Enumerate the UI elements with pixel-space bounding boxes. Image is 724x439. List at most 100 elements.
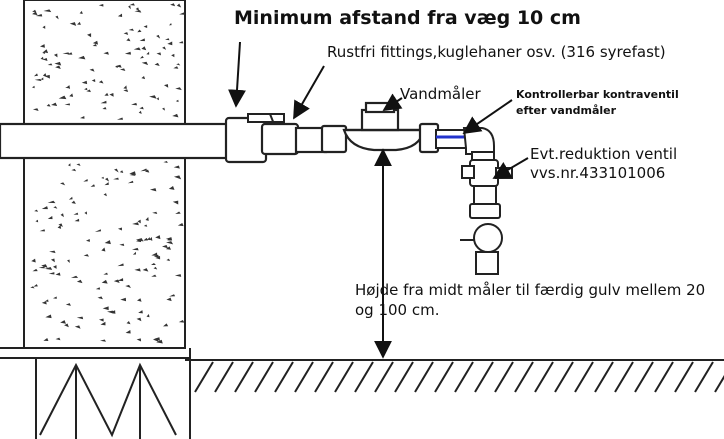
wall-speck [138, 110, 142, 114]
wall-speck [168, 185, 175, 190]
wall-speck [43, 338, 49, 341]
wall-distance-arrow [228, 41, 246, 108]
wall-speck [60, 213, 64, 218]
floor-hatch-line [374, 361, 394, 393]
wall-speck [143, 224, 148, 227]
wall-speck [101, 247, 106, 252]
wall-speck [109, 92, 114, 97]
wall-speck [39, 229, 46, 232]
wall-speck [129, 3, 135, 6]
wall-speck [81, 80, 88, 85]
wall-speck [83, 178, 88, 182]
check-valve-label-line2: efter vandmåler [516, 104, 617, 117]
wall-speck [129, 173, 136, 176]
floor-hatch-line [614, 361, 634, 393]
floor-hatch-line [414, 361, 434, 393]
wall-speck [138, 310, 143, 314]
floor-hatch-line [514, 361, 534, 393]
wall-speck [124, 51, 132, 55]
wall-speck [133, 47, 141, 51]
fittings-label: Rustfri fittings,kuglehaner osv. (316 sy… [327, 43, 666, 61]
wall-speck [44, 267, 53, 270]
wall-speck [45, 314, 52, 319]
wall-speck [84, 211, 88, 215]
wall-speck [67, 52, 73, 55]
wall-speck [74, 218, 80, 222]
wall-speck [38, 266, 45, 269]
wall-speck [32, 268, 38, 272]
wall-speck [123, 85, 127, 89]
wall-speck [50, 258, 55, 263]
wall-speck [137, 29, 142, 33]
wall-texture [30, 3, 185, 344]
wall-speck [151, 262, 156, 265]
wall-speck [119, 243, 125, 246]
wall-speck [80, 115, 85, 119]
reduction-valve-label-line1: Evt.reduktion ventil [530, 145, 678, 163]
wall-speck [156, 339, 163, 344]
wall-speck [177, 223, 184, 227]
wall-speck [113, 177, 119, 180]
wall-speck [140, 168, 148, 172]
wall-speck [58, 223, 63, 227]
floor-hatch-line [554, 361, 574, 393]
wall-speck [74, 325, 81, 329]
wall-speck [43, 9, 52, 13]
wall-speck [134, 268, 141, 272]
wall-speck [92, 43, 97, 47]
wall-speck [141, 61, 149, 66]
wall-speck [55, 337, 61, 341]
wall-speck [179, 12, 185, 15]
wall-speck [145, 217, 149, 221]
wall-speck [32, 9, 37, 13]
wall-speck [117, 263, 124, 267]
wall-speck [49, 250, 56, 254]
wall-speck [71, 200, 76, 204]
wall-speck [163, 84, 169, 88]
wall-speck [68, 196, 73, 200]
wall-speck [47, 215, 53, 220]
wall-speck [65, 86, 70, 89]
wall-speck [151, 274, 157, 277]
wall-speck [53, 206, 58, 209]
check-valve-arrow [462, 99, 513, 135]
wall-speck [76, 163, 81, 167]
wall-speck [176, 3, 182, 8]
wall-speck [141, 75, 146, 80]
wall-speck [68, 163, 71, 167]
wall-speck [48, 272, 55, 275]
wall-speck [170, 3, 176, 7]
min-distance-label: Minimum afstand fra væg 10 cm [234, 7, 581, 29]
wall-speck [139, 55, 144, 59]
wall-speck [123, 32, 129, 35]
wall-speck [167, 238, 172, 241]
wall-speck [55, 15, 59, 20]
floor-hatch-line [654, 361, 674, 393]
wall-speck [90, 184, 96, 187]
ball-valve [247, 113, 285, 125]
wall-speck [147, 237, 151, 241]
wall-speck [34, 78, 42, 82]
floor-hatch-line [534, 361, 554, 393]
wall-speck [166, 297, 172, 302]
wall-speck [57, 225, 62, 229]
floor-hatch-line [334, 361, 354, 393]
wall-speck [142, 268, 149, 272]
wall-speck [127, 180, 134, 184]
wall-speck [153, 266, 158, 270]
wall-speck [153, 254, 160, 258]
wall-speck [166, 258, 170, 262]
wall-speck [173, 66, 179, 69]
meter-arrow [382, 93, 403, 111]
wall-speck [155, 235, 161, 240]
wall-speck [151, 252, 158, 256]
wall-speck [42, 25, 46, 29]
wall-speck [73, 212, 79, 215]
wall-speck [174, 274, 182, 277]
wall-speck [76, 316, 84, 320]
wall-speck [178, 41, 184, 44]
wall-speck [44, 74, 50, 79]
wall-speck [131, 247, 139, 251]
wall-speck [139, 106, 144, 110]
